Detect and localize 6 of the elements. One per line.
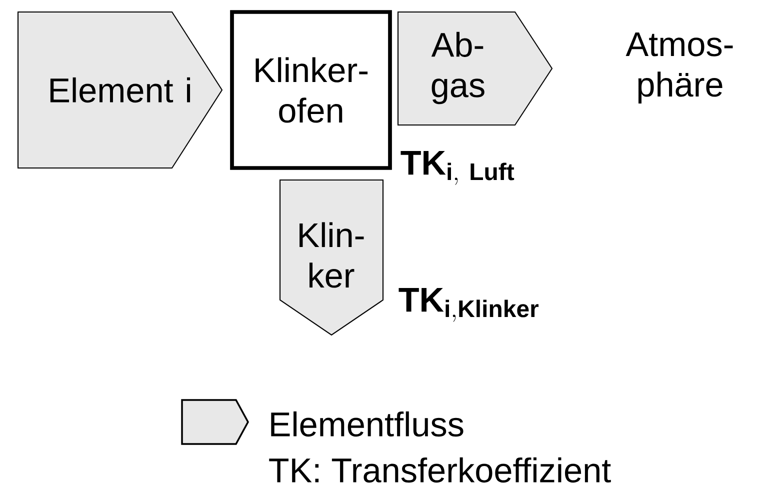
legend-note: TK: Transferkoeffizient — [269, 457, 611, 483]
node-text: Atmos- phäre — [626, 32, 733, 104]
tk-label: $\mathbf{TK}_{\mathbf{i,Klinker}}$ — [398, 288, 539, 322]
tk-label: $\mathbf{TK}_{\mathbf{i,\ Luft}}$ — [400, 151, 514, 185]
process-box: Klinker- ofen — [230, 10, 392, 170]
legend-text: Elementfluss — [271, 411, 464, 437]
